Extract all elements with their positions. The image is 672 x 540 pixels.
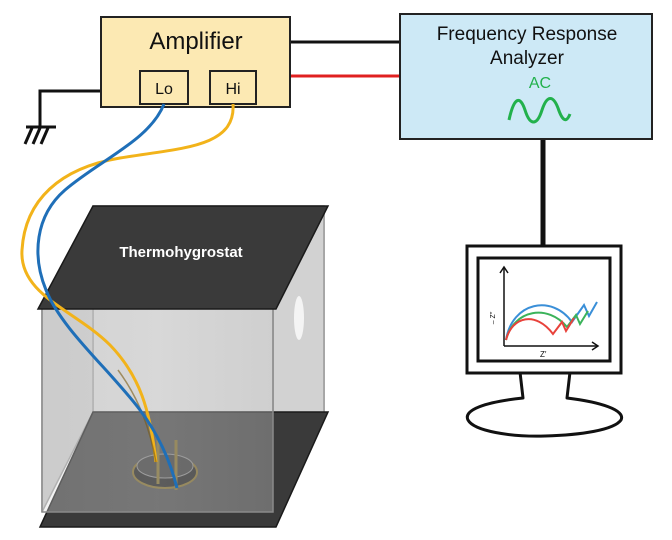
plot-y-axis-arrow: [499, 265, 509, 274]
plot-x-axis-label: Z′: [540, 350, 547, 359]
analyzer-title-line2: Analyzer: [490, 48, 565, 69]
lo-lead-wire-blue: [36, 103, 179, 489]
ac-sine-wave-icon: [507, 97, 572, 124]
thermohygrostat-chamber: Thermohygrostat: [36, 205, 330, 528]
monitor-screen: [476, 256, 612, 363]
hi-terminal-label: Hi: [225, 81, 240, 98]
nyquist-curve-red: [505, 317, 575, 341]
hi-terminal: [209, 70, 257, 105]
plot-x-axis-arrow: [591, 341, 600, 351]
plot-y-axis-label: – Z″: [490, 311, 497, 324]
chamber-label: Thermohygrostat: [119, 244, 242, 261]
lo-terminal-label: Lo: [155, 81, 173, 98]
ac-signal-label: AC: [529, 75, 551, 92]
analyzer-title-line1: Frequency Response: [437, 24, 618, 45]
chamber-top-plate: [36, 205, 330, 310]
amplifier-box: [100, 16, 291, 108]
chamber-glass-reflection: [294, 296, 304, 340]
monitor: – Z″ Z′: [465, 244, 624, 438]
hi-lead-wire-gold: [20, 103, 235, 463]
monitor-stand: [465, 370, 624, 438]
analyzer-box: [399, 13, 653, 140]
amplifier-title: Amplifier: [149, 28, 242, 55]
ground-icon: [23, 125, 56, 145]
